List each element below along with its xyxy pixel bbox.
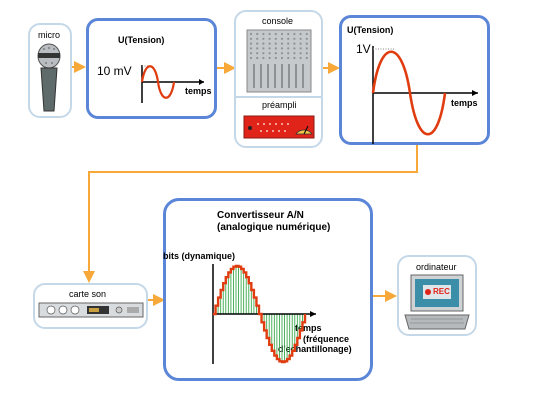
convertisseur-graph <box>212 264 316 364</box>
carte-son-label: carte son <box>69 289 107 299</box>
console-knob <box>274 47 277 50</box>
quantized-signal <box>213 264 307 364</box>
microphone-icon <box>37 43 61 112</box>
convertisseur-title-2: (analogique numérique) <box>217 222 331 233</box>
console-knob <box>299 32 302 36</box>
console-knob <box>287 47 290 50</box>
console-knob <box>249 52 253 55</box>
convertisseur-x-label-1: temps <box>295 323 322 333</box>
console-knob <box>249 42 253 45</box>
console-knob <box>299 47 302 50</box>
signal-10mv-title: U(Tension) <box>118 35 165 45</box>
console-knob <box>256 32 259 36</box>
console-knob <box>299 42 302 45</box>
console-knob <box>268 47 271 50</box>
console-knob <box>280 42 284 45</box>
console-knob <box>305 52 308 55</box>
console-knob <box>268 42 271 45</box>
console-knob <box>256 52 259 55</box>
console-knob <box>293 52 296 55</box>
console-knob <box>287 32 290 36</box>
convertisseur-y-label: bits (dynamique) <box>163 251 236 261</box>
console-knob <box>274 56 277 60</box>
console-knob <box>274 52 277 55</box>
console-knob <box>299 52 302 55</box>
console-knob <box>293 42 296 45</box>
computer-icon <box>404 274 470 330</box>
console-preampli-box: console préampli <box>234 10 323 148</box>
console-knob <box>274 42 277 45</box>
preamp-icon <box>243 115 315 139</box>
console-knob <box>287 52 290 55</box>
signal-10mv-box: U(Tension) 10 mV temps <box>86 18 217 119</box>
console-knob <box>305 32 308 36</box>
console-knob <box>268 37 271 40</box>
convertisseur-x-label-2: (fréquence <box>303 334 350 344</box>
console-knob <box>280 56 284 60</box>
signal-10mv-amplitude: 10 mV <box>97 64 132 78</box>
console-knob <box>256 37 259 40</box>
console-knob <box>262 37 265 40</box>
console-knob <box>293 37 296 40</box>
signal-1v-amplitude: 1V <box>356 42 371 56</box>
signal-1v-box: U(Tension) 1V temps <box>339 15 490 145</box>
console-divider <box>236 96 321 98</box>
console-knob <box>249 47 253 50</box>
console-knob <box>287 42 290 45</box>
ordinateur-box: ordinateur REC <box>397 255 477 336</box>
console-knob <box>262 47 265 50</box>
signal-1v-axis-label: temps <box>451 98 478 108</box>
console-knob <box>305 37 308 40</box>
console-knob <box>305 56 308 60</box>
signal-1v-title: U(Tension) <box>347 25 394 35</box>
rec-label: REC <box>433 287 450 296</box>
console-knob <box>280 52 284 55</box>
console-knob <box>256 47 259 50</box>
console-knob <box>280 37 284 40</box>
micro-box: micro <box>28 23 72 118</box>
console-knob <box>256 42 259 45</box>
preampli-label: préampli <box>262 100 297 110</box>
console-knob <box>262 32 265 36</box>
carte-son-box: carte son <box>33 283 148 329</box>
console-label: console <box>262 16 294 26</box>
console-knob <box>293 47 296 50</box>
signal-1v-graph <box>371 46 478 144</box>
sound-card-icon <box>38 302 144 318</box>
console-knob <box>299 37 302 40</box>
console-knob <box>274 32 277 36</box>
console-knob <box>262 42 265 45</box>
ordinateur-label: ordinateur <box>416 262 457 272</box>
console-knob <box>249 32 253 36</box>
convertisseur-title-1: Convertisseur A/N <box>217 210 304 221</box>
convertisseur-x-label-3: d'echantillonage) <box>278 344 352 354</box>
console-knob <box>256 56 259 60</box>
console-knob <box>293 32 296 36</box>
console-knob <box>262 56 265 60</box>
console-knob <box>305 42 308 45</box>
console-knob <box>293 56 296 60</box>
console-knob <box>287 37 290 40</box>
console-knob <box>287 56 290 60</box>
console-knob <box>249 37 253 40</box>
console-knob <box>299 56 302 60</box>
micro-label: micro <box>38 30 60 40</box>
console-knob <box>305 47 308 50</box>
console-knob <box>268 52 271 55</box>
signal-10mv-graph <box>140 65 204 103</box>
console-knob <box>280 32 284 36</box>
console-knob <box>274 37 277 40</box>
mixing-console-icon <box>246 29 312 93</box>
console-knob <box>280 47 284 50</box>
wire-signal-to-cartson <box>83 145 418 283</box>
console-knob <box>249 56 253 60</box>
signal-10mv-axis-label: temps <box>185 86 212 96</box>
console-knob <box>268 32 271 36</box>
console-knob <box>268 56 271 60</box>
convertisseur-box: Convertisseur A/N (analogique numérique)… <box>163 198 373 381</box>
console-knob <box>262 52 265 55</box>
